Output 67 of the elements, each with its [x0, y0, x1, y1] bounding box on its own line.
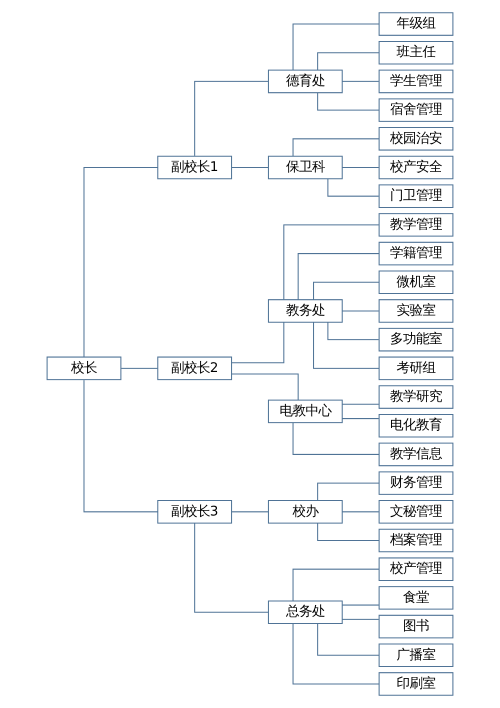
- node-box: 总务处: [268, 600, 343, 624]
- node-box: 学籍管理: [378, 242, 454, 266]
- node-box: 宿舍管理: [378, 98, 454, 122]
- node-box: 班主任: [378, 40, 454, 64]
- node-box: 财务管理: [378, 471, 454, 495]
- connector: [232, 511, 268, 512]
- connector: [317, 92, 380, 111]
- node-box: 校办: [268, 500, 343, 524]
- connector: [342, 404, 379, 405]
- node-box: 校产安全: [378, 156, 454, 180]
- node-box: 教务处: [268, 299, 343, 323]
- node-box: 图书: [378, 614, 454, 638]
- connector: [342, 618, 379, 620]
- connector: [292, 422, 380, 455]
- node-box: 教学研究: [378, 385, 454, 409]
- connector: [342, 310, 379, 312]
- node-box: 微机室: [378, 270, 454, 294]
- connector: [342, 511, 379, 512]
- node-box: 教学管理: [378, 213, 454, 237]
- connector: [342, 604, 379, 606]
- node-box: 考研组: [378, 356, 454, 380]
- connector: [327, 322, 379, 340]
- node-box: 校园治安: [378, 127, 454, 151]
- connector: [292, 624, 380, 684]
- node-box: 学生管理: [378, 70, 454, 94]
- node-box: 德育处: [268, 70, 343, 94]
- connector: [317, 523, 380, 542]
- connector: [232, 373, 299, 400]
- connector: [83, 380, 158, 512]
- connector: [121, 368, 158, 369]
- node-box: 电化教育: [378, 414, 454, 438]
- connector: [292, 24, 380, 70]
- connector: [317, 482, 380, 500]
- connector: [342, 80, 379, 82]
- connector: [327, 178, 379, 197]
- connector: [342, 166, 379, 168]
- connector: [194, 80, 268, 156]
- node-box: 多功能室: [378, 328, 454, 352]
- connector: [292, 568, 380, 601]
- connector: [313, 322, 380, 369]
- node-box: 副校长2: [157, 356, 232, 380]
- connector: [194, 523, 268, 613]
- connector: [317, 624, 380, 656]
- connector: [317, 52, 380, 70]
- node-box: 文秘管理: [378, 500, 454, 524]
- node-box: 门卫管理: [378, 184, 454, 208]
- connector: [83, 166, 158, 357]
- node-box: 年级组: [378, 12, 454, 36]
- connector: [292, 138, 380, 156]
- connector: [232, 322, 284, 364]
- node-box: 副校长3: [157, 500, 232, 524]
- node-box: 广播室: [378, 644, 454, 668]
- node-box: 保卫科: [268, 156, 343, 180]
- connector: [313, 282, 380, 300]
- node-box: 食堂: [378, 586, 454, 610]
- node-box: 校长: [46, 356, 122, 380]
- node-box: 校产管理: [378, 557, 454, 581]
- node-box: 教学信息: [378, 442, 454, 466]
- connector: [283, 224, 379, 300]
- node-box: 副校长1: [157, 156, 232, 180]
- connector: [232, 166, 268, 168]
- node-box: 实验室: [378, 299, 454, 323]
- connector: [298, 253, 380, 300]
- node-box: 电教中心: [268, 400, 343, 424]
- node-box: 档案管理: [378, 528, 454, 552]
- connector: [342, 418, 379, 420]
- node-box: 印刷室: [378, 672, 454, 696]
